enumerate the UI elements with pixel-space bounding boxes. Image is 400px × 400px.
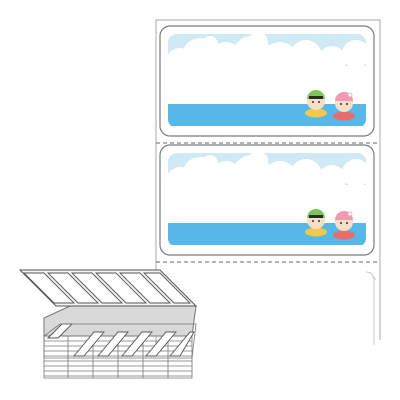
swimming-boy-icon	[305, 90, 327, 118]
swimming-girl-icon	[333, 211, 355, 240]
fanfold-stack	[18, 269, 198, 379]
front-strip-labels	[46, 323, 195, 357]
swimming-girl-icon	[333, 92, 355, 121]
perforation-lines	[156, 142, 380, 263]
label-1	[159, 25, 375, 137]
backing-sheet	[155, 19, 381, 355]
fold-face	[43, 305, 197, 337]
label-2	[159, 144, 375, 256]
cloud-icon	[168, 34, 366, 78]
cloud-icon	[168, 153, 366, 197]
top-strip-labels	[22, 272, 192, 304]
sheet-continuation	[365, 271, 377, 345]
swimming-boy-icon	[305, 209, 327, 237]
